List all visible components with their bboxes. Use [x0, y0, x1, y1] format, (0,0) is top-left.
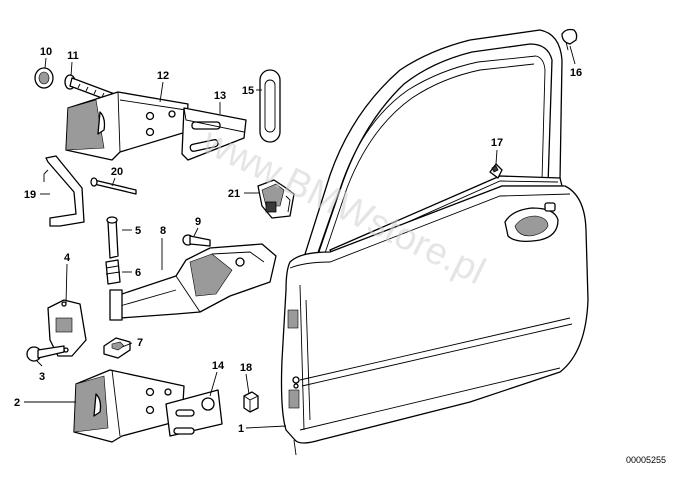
callout-13: 13 [214, 90, 226, 102]
callout-6: 6 [135, 267, 141, 279]
check-arm-part-8 [109, 243, 277, 321]
gasket-part-15 [259, 69, 281, 143]
grommet-part-16 [561, 28, 578, 51]
callout-20: 20 [111, 166, 123, 178]
leader-17 [495, 149, 498, 165]
shim-plate-part-14 [165, 389, 223, 437]
leader-7 [121, 342, 133, 348]
check-strap-part-19 [43, 155, 85, 227]
door-shell-part-1 [280, 29, 589, 456]
leader-4 [65, 263, 68, 305]
callout-12: 12 [157, 70, 169, 82]
callout-14: 14 [212, 360, 225, 372]
clip-part-17 [489, 163, 503, 179]
leader-14 [209, 371, 218, 397]
callout-16: 16 [570, 67, 582, 79]
callout-3: 3 [39, 371, 45, 383]
lower-hinge-part-2 [73, 369, 185, 443]
callout-15: 15 [242, 85, 254, 97]
leader-18 [245, 373, 250, 395]
catalog-code: 00005255 [626, 455, 666, 465]
leader-20 [111, 177, 116, 187]
leader-16 [569, 45, 576, 65]
callout-1: 1 [238, 423, 244, 435]
leader-1 [245, 425, 287, 429]
leader-10 [44, 57, 47, 69]
callout-10: 10 [40, 46, 52, 58]
latch-part-21 [257, 179, 295, 219]
callout-17: 17 [491, 137, 503, 149]
callout-8: 8 [160, 225, 166, 237]
screw-part-9 [182, 234, 211, 247]
plug-part-18 [243, 391, 259, 413]
leader-9 [193, 227, 199, 237]
callout-19: 19 [24, 189, 36, 201]
pin-part-5 [106, 216, 119, 259]
callout-21: 21 [228, 188, 240, 200]
callout-numbers: 10 11 12 13 15 16 17 19 20 21 5 6 8 9 4 … [14, 46, 582, 435]
leader-12 [159, 81, 164, 103]
screw-part-20 [90, 177, 137, 195]
bolt-part-3 [26, 345, 65, 362]
cap-part-10 [34, 67, 54, 89]
leader-lines [24, 45, 576, 429]
gasket-plate-part-4 [47, 299, 87, 357]
upper-hinge-part-12 [65, 91, 189, 161]
callout-11: 11 [67, 50, 79, 62]
callout-9: 9 [195, 216, 201, 228]
plate-part-13 [181, 107, 247, 161]
callout-2: 2 [14, 397, 20, 409]
bushing-part-6 [105, 259, 121, 285]
callout-7: 7 [137, 337, 143, 349]
callout-5: 5 [135, 225, 141, 237]
leader-11 [70, 61, 73, 77]
callout-4: 4 [64, 252, 71, 264]
leader-3 [35, 359, 43, 367]
nut-part-7 [103, 337, 131, 359]
callout-18: 18 [240, 362, 252, 374]
